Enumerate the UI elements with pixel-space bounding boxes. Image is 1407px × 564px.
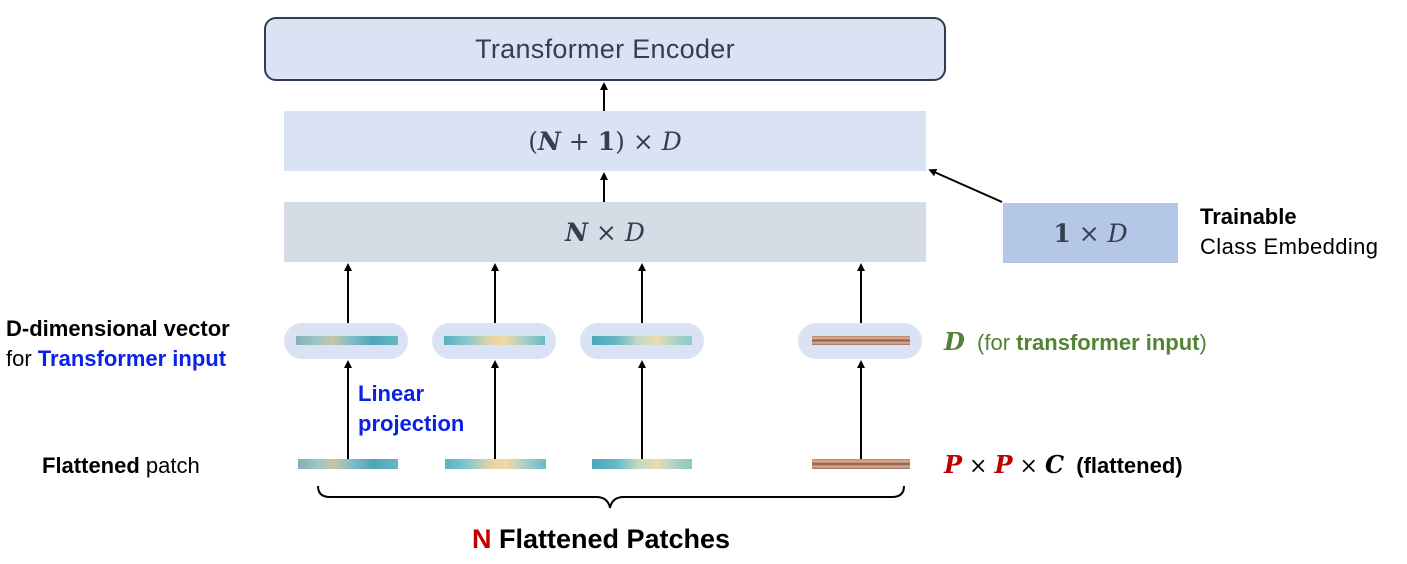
token-open-paren: ( <box>528 126 538 156</box>
arrow-class-embedding <box>928 168 1003 203</box>
patches-brace <box>317 485 905 509</box>
flattened-patch-label: Flattened patch <box>42 451 200 481</box>
flattened-label-bold: Flattened <box>42 453 140 478</box>
p-symbol-2: P <box>994 450 1013 479</box>
c-symbol: C <box>1044 450 1065 479</box>
patch-strip-1 <box>298 459 398 469</box>
vector-strip-1 <box>296 336 398 345</box>
patch-n-symbol: N <box>565 217 588 247</box>
class-label-line2: Class Embedding <box>1200 234 1379 259</box>
d-symbol: D <box>944 327 965 356</box>
n-flattened-patches-label: N Flattened Patches <box>472 522 730 556</box>
d-label-open: (for <box>964 330 1017 355</box>
patch-strip-2 <box>445 459 546 469</box>
class-d-symbol: D <box>1107 218 1128 248</box>
class-embedding-label: Trainable Class Embedding <box>1200 202 1378 262</box>
class-one-symbol: 1 <box>1053 218 1071 248</box>
token-n-symbol: N <box>538 126 561 156</box>
n-flattened-patches-text: Flattened Patches <box>491 524 731 554</box>
d-dimension-label: D (for transformer input) <box>944 327 1207 358</box>
ppc-rest: (flattened) <box>1064 453 1183 478</box>
vector-label-line1: D-dimensional vector <box>6 316 230 341</box>
class-label-line1: Trainable <box>1200 204 1297 229</box>
n-symbol: N <box>472 524 492 554</box>
patch-embedding-block: N × D <box>284 202 926 262</box>
token-sequence-block: (N + 1) × D <box>284 111 926 171</box>
class-times: × <box>1070 218 1108 248</box>
vector-label: D-dimensional vector for Transformer inp… <box>6 314 230 374</box>
projection-label-line1: Linear <box>358 381 425 406</box>
d-label-bold: transformer input <box>1016 330 1200 355</box>
token-one-symbol: 1 <box>597 126 616 156</box>
vector-label-highlight: Transformer input <box>37 346 227 371</box>
class-embedding-block: 1 × D <box>1003 203 1178 263</box>
patch-times: × <box>587 217 625 247</box>
patch-d-symbol: D <box>624 217 645 247</box>
patch-strip-4 <box>812 459 910 469</box>
linear-projection-label: Linear projection <box>358 379 464 439</box>
transformer-encoder-box: Transformer Encoder <box>264 17 946 81</box>
transformer-encoder-label: Transformer Encoder <box>475 33 735 64</box>
ppc-times-2: × <box>1012 454 1045 479</box>
vector-strip-4 <box>812 336 910 345</box>
token-times: × <box>624 126 662 156</box>
flattened-label-rest: patch <box>139 453 200 478</box>
token-d-symbol: D <box>661 126 682 156</box>
patch-strip-3 <box>592 459 692 469</box>
vector-label-line2: for Transformer input <box>6 344 230 374</box>
ppc-label: P × P × C (flattened) <box>944 450 1183 482</box>
projection-label-line2: projection <box>358 411 465 436</box>
token-close-paren: ) <box>615 126 625 156</box>
vector-label-prefix: for <box>6 346 38 371</box>
d-label-close: ) <box>1199 330 1207 355</box>
p-symbol-1: P <box>944 450 963 479</box>
vector-strip-3 <box>592 336 692 345</box>
ppc-times-1: × <box>962 454 995 479</box>
token-plus: + <box>560 126 598 156</box>
vector-strip-2 <box>444 336 545 345</box>
